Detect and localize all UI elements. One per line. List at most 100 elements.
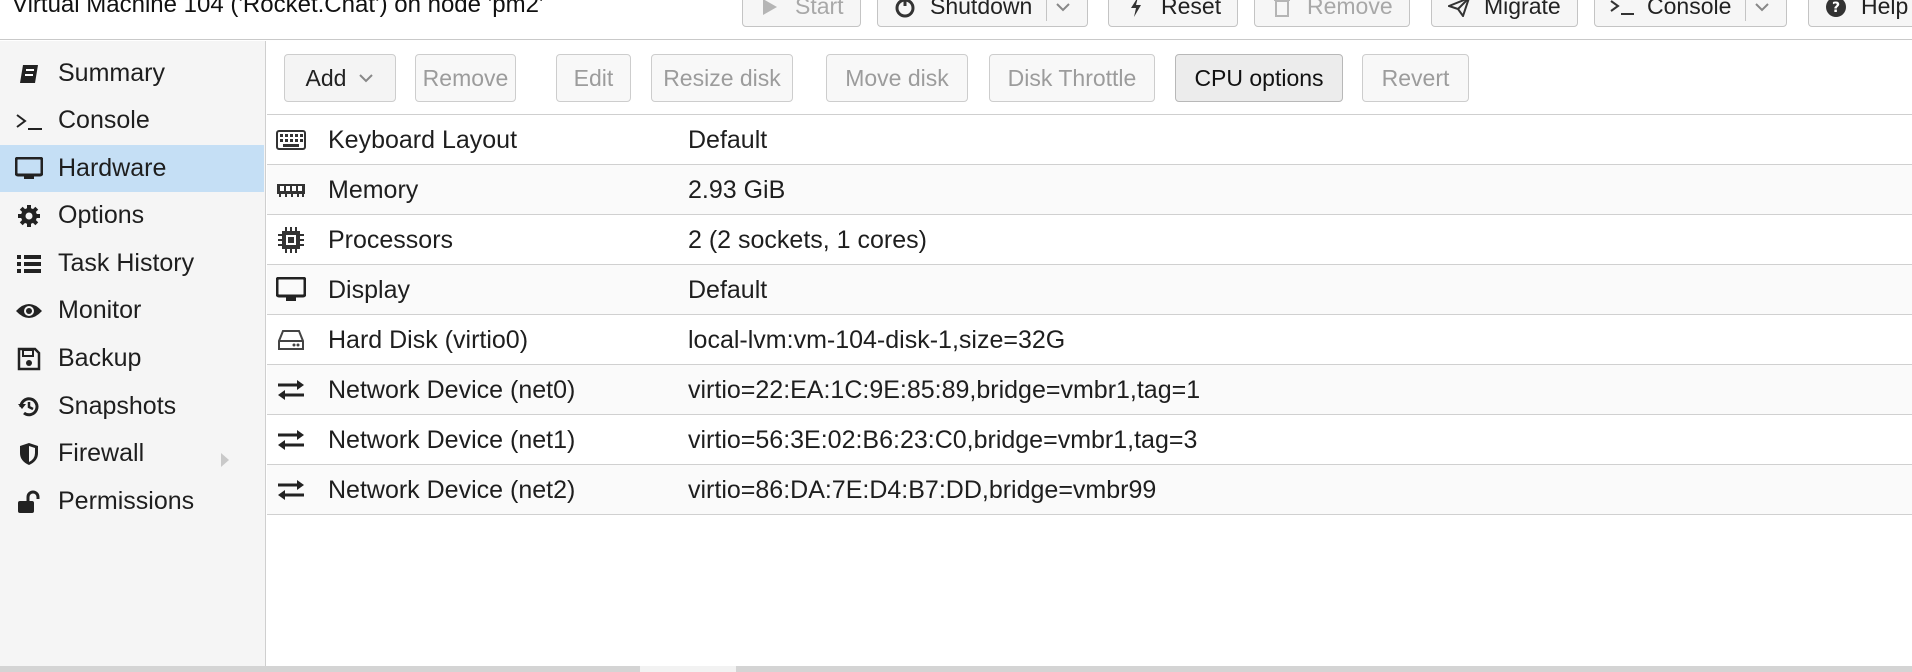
move-disk-button[interactable]: Move disk <box>826 54 968 102</box>
eye-icon <box>14 296 44 326</box>
reset-label: Reset <box>1161 0 1222 19</box>
disk-throttle-button[interactable]: Disk Throttle <box>989 54 1155 102</box>
remove-vm-label: Remove <box>1307 0 1393 19</box>
table-row[interactable]: Network Device (net0) virtio=22:EA:1C:9E… <box>267 365 1912 415</box>
sidebar: Summary Console Hardware Op <box>0 41 266 672</box>
row-name: Processors <box>328 226 454 254</box>
sidebar-item-task-history[interactable]: Task History <box>0 240 264 287</box>
scrollbar-thumb[interactable] <box>640 666 736 672</box>
sidebar-item-hardware[interactable]: Hardware <box>0 145 264 192</box>
sidebar-item-label: Permissions <box>58 487 195 515</box>
sidebar-item-label: Backup <box>58 344 142 372</box>
network-icon <box>275 426 307 454</box>
trash-icon <box>1269 0 1295 20</box>
chevron-down-icon[interactable] <box>1754 2 1770 12</box>
table-row[interactable]: Network Device (net1) virtio=56:3E:02:B6… <box>267 415 1912 465</box>
bolt-icon <box>1123 0 1149 20</box>
cpu-icon <box>275 226 307 254</box>
revert-button[interactable]: Revert <box>1362 54 1469 102</box>
help-label: Help <box>1861 0 1909 19</box>
memory-icon <box>275 176 307 204</box>
row-value: Default <box>688 276 768 304</box>
row-name: Memory <box>328 176 419 204</box>
shutdown-label: Shutdown <box>930 0 1033 19</box>
sidebar-item-label: Monitor <box>58 296 142 324</box>
sidebar-item-label: Console <box>58 106 150 134</box>
table-row[interactable]: Processors 2 (2 sockets, 1 cores) <box>267 215 1912 265</box>
row-name: Keyboard Layout <box>328 126 518 154</box>
reset-button[interactable]: Reset <box>1108 0 1239 27</box>
power-icon <box>892 0 918 20</box>
help-icon: ? <box>1823 0 1849 20</box>
add-label: Add <box>305 64 347 91</box>
display-icon <box>275 276 307 304</box>
summary-icon <box>14 59 44 89</box>
expand-arrow-icon[interactable] <box>220 446 230 475</box>
sidebar-item-label: Options <box>58 201 145 229</box>
row-value: Default <box>688 126 768 154</box>
list-icon <box>14 249 44 279</box>
paper-plane-icon <box>1446 0 1472 20</box>
table-row[interactable]: Display Default <box>267 265 1912 315</box>
history-icon <box>14 392 44 422</box>
play-icon <box>757 0 783 20</box>
row-name: Network Device (net0) <box>328 376 576 404</box>
sidebar-item-backup[interactable]: Backup <box>0 335 264 382</box>
resize-disk-button[interactable]: Resize disk <box>651 54 793 102</box>
row-value: 2 (2 sockets, 1 cores) <box>688 226 927 254</box>
gear-icon <box>14 201 44 231</box>
keyboard-icon <box>275 126 307 154</box>
add-button[interactable]: Add <box>284 54 396 102</box>
sidebar-item-label: Hardware <box>58 154 167 182</box>
harddisk-icon <box>275 326 307 354</box>
sidebar-item-summary[interactable]: Summary <box>0 50 264 97</box>
table-row[interactable]: Network Device (net2) virtio=86:DA:7E:D4… <box>267 465 1912 515</box>
row-value: virtio=56:3E:02:B6:23:C0,bridge=vmbr1,ta… <box>688 426 1198 454</box>
horizontal-scrollbar[interactable] <box>0 666 1912 672</box>
shutdown-button[interactable]: Shutdown <box>877 0 1089 27</box>
terminal-icon <box>1609 0 1635 20</box>
unlock-icon <box>14 487 44 517</box>
sidebar-item-console[interactable]: Console <box>0 97 264 144</box>
table-row[interactable]: Hard Disk (virtio0) local-lvm:vm-104-dis… <box>267 315 1912 365</box>
sidebar-item-monitor[interactable]: Monitor <box>0 287 264 334</box>
migrate-button[interactable]: Migrate <box>1431 0 1578 27</box>
sidebar-item-options[interactable]: Options <box>0 192 264 239</box>
start-button[interactable]: Start <box>742 0 861 27</box>
sidebar-item-label: Summary <box>58 59 165 87</box>
remove-button[interactable]: Remove <box>415 54 516 102</box>
floppy-icon <box>14 344 44 374</box>
sidebar-item-snapshots[interactable]: Snapshots <box>0 383 264 430</box>
sidebar-item-label: Task History <box>58 249 195 277</box>
chevron-down-icon[interactable] <box>1055 2 1071 12</box>
row-name: Network Device (net2) <box>328 476 576 504</box>
row-name: Display <box>328 276 410 304</box>
help-button[interactable]: ? Help <box>1808 0 1912 27</box>
shield-icon <box>14 439 44 469</box>
console-button[interactable]: Console <box>1594 0 1788 27</box>
edit-button[interactable]: Edit <box>556 54 631 102</box>
sidebar-item-label: Firewall <box>58 439 145 467</box>
remove-vm-button[interactable]: Remove <box>1254 0 1410 27</box>
chevron-down-icon <box>358 73 374 83</box>
sidebar-item-firewall[interactable]: Firewall <box>0 430 264 477</box>
table-row[interactable]: Memory 2.93 GiB <box>267 165 1912 215</box>
hardware-panel: Add Remove Edit Resize disk Move disk Di… <box>267 41 1912 672</box>
row-value: virtio=86:DA:7E:D4:B7:DD,bridge=vmbr99 <box>688 476 1157 504</box>
row-name: Network Device (net1) <box>328 426 576 454</box>
start-label: Start <box>795 0 844 19</box>
migrate-label: Migrate <box>1484 0 1561 19</box>
cpu-options-button[interactable]: CPU options <box>1175 54 1343 102</box>
svg-text:?: ? <box>1832 0 1840 16</box>
monitor-icon <box>14 154 44 184</box>
console-label: Console <box>1647 0 1732 19</box>
table-row[interactable]: Keyboard Layout Default <box>267 115 1912 165</box>
sidebar-item-label: Snapshots <box>58 392 177 420</box>
page-title: Virtual Machine 104 ('Rocket.Chat') on n… <box>12 0 544 18</box>
row-value: 2.93 GiB <box>688 176 786 204</box>
row-value: virtio=22:EA:1C:9E:85:89,bridge=vmbr1,ta… <box>688 376 1201 404</box>
network-icon <box>275 376 307 404</box>
row-name: Hard Disk (virtio0) <box>328 326 529 354</box>
sidebar-item-permissions[interactable]: Permissions <box>0 478 264 525</box>
terminal-icon <box>14 106 44 136</box>
